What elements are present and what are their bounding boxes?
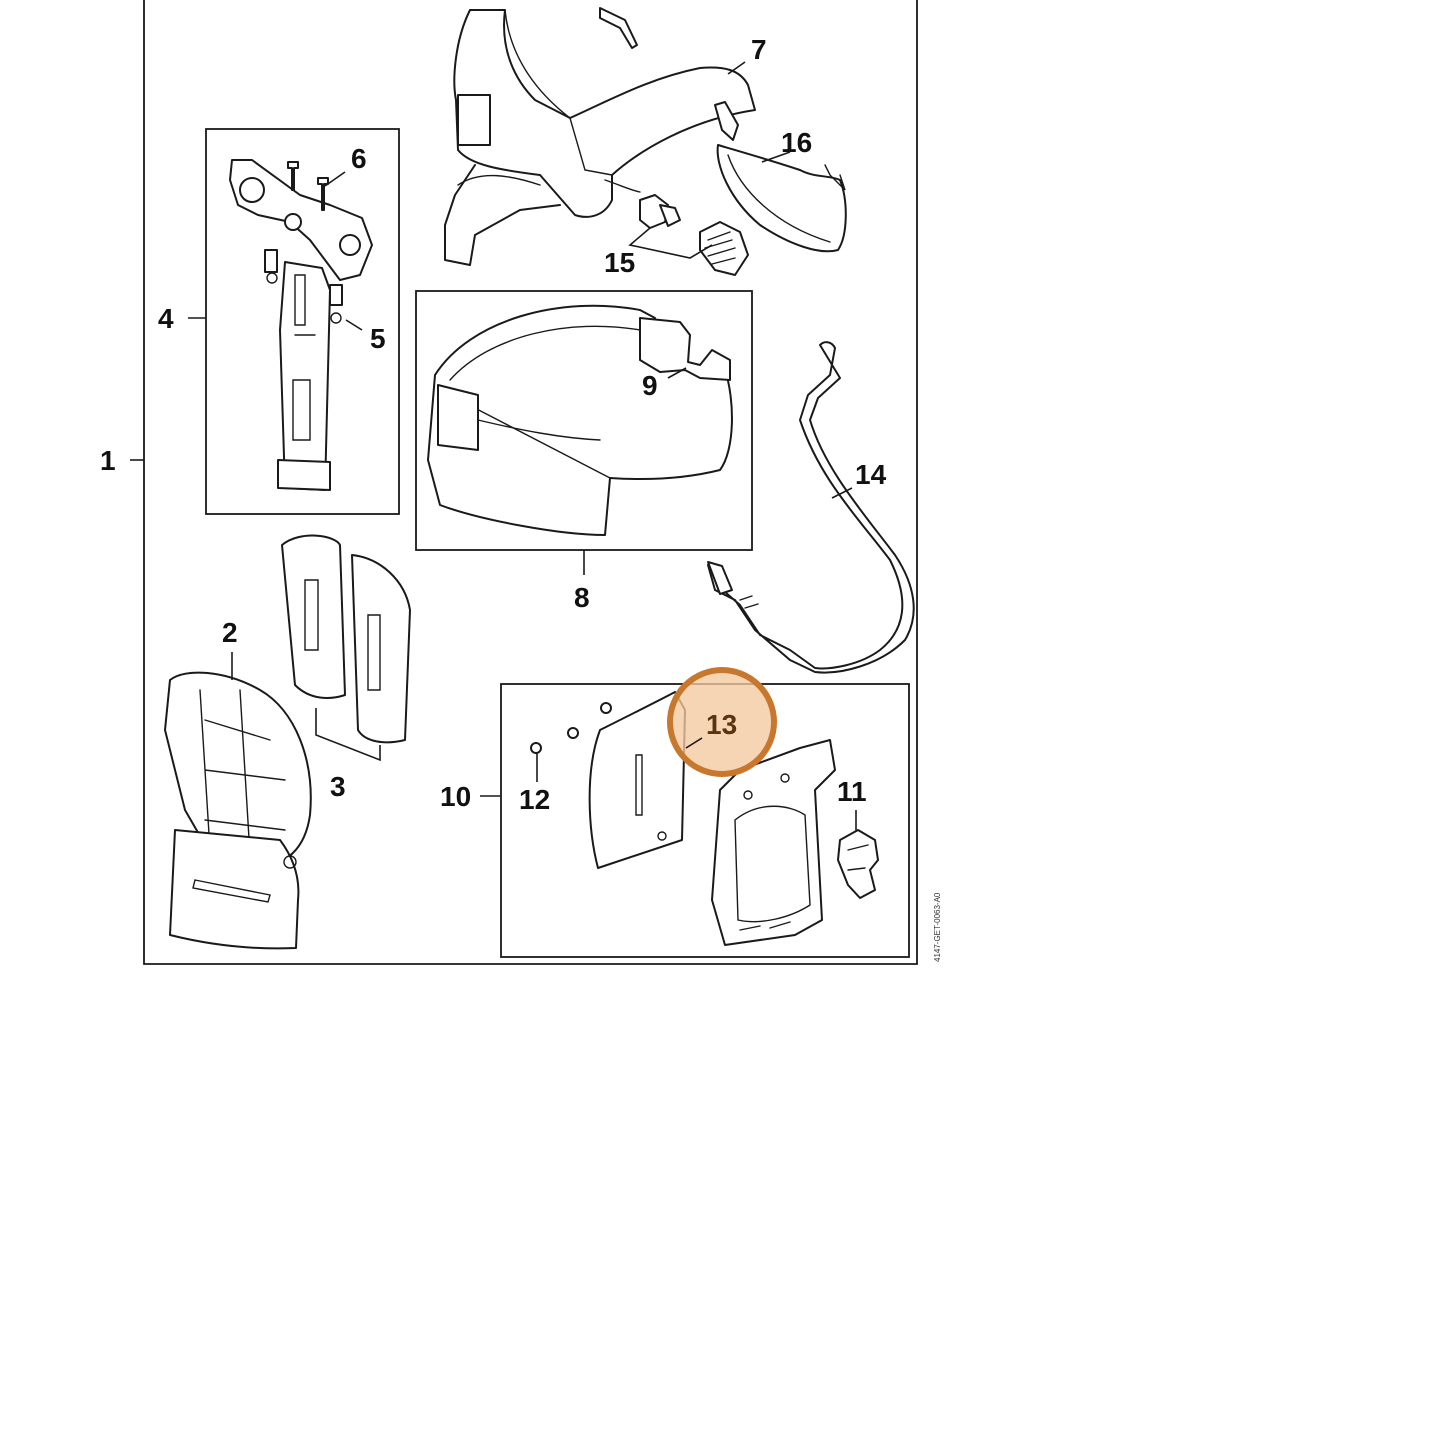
part-3-back-pads xyxy=(281,534,411,762)
subassembly-4-frame xyxy=(205,128,400,515)
part-6-screws xyxy=(287,161,329,211)
callout-4[interactable]: 4 xyxy=(158,303,174,334)
highlight-ring-13 xyxy=(667,667,777,777)
part-16-pad xyxy=(716,144,847,253)
callout-6[interactable]: 6 xyxy=(351,143,367,174)
callout-11[interactable]: 11 xyxy=(837,776,867,807)
drawing-number: 4147-GET-0063-A0 xyxy=(933,892,942,962)
part-7-shoulder-harness xyxy=(444,7,756,266)
part-11-clip xyxy=(837,829,879,899)
callout-13[interactable]: 13 xyxy=(706,709,737,740)
callout-7[interactable]: 7 xyxy=(751,34,767,65)
part-4-carrier-plate xyxy=(229,159,373,491)
callout-9[interactable]: 9 xyxy=(642,370,658,401)
callout-2[interactable]: 2 xyxy=(222,617,238,648)
callout-15[interactable]: 15 xyxy=(604,247,635,278)
part-8-hip-belt xyxy=(427,304,733,536)
part-15-buckle-set xyxy=(628,194,749,276)
part-5-nut xyxy=(330,312,342,324)
callout-16[interactable]: 16 xyxy=(781,127,812,158)
part-14-strap xyxy=(707,341,915,674)
assembly-frame xyxy=(143,0,918,965)
part-13-cover-plate xyxy=(588,691,686,869)
callout-3[interactable]: 3 xyxy=(330,771,346,802)
part-2-back-plate xyxy=(164,671,312,950)
callout-14[interactable]: 14 xyxy=(855,459,887,490)
part-10-holder xyxy=(711,739,836,946)
callout-8[interactable]: 8 xyxy=(574,582,590,613)
callout-5[interactable]: 5 xyxy=(370,323,386,354)
callout-1[interactable]: 1 xyxy=(100,445,116,476)
callout-10[interactable]: 10 xyxy=(440,781,471,812)
callout-12[interactable]: 12 xyxy=(519,784,550,815)
part-12-screws xyxy=(530,702,612,754)
